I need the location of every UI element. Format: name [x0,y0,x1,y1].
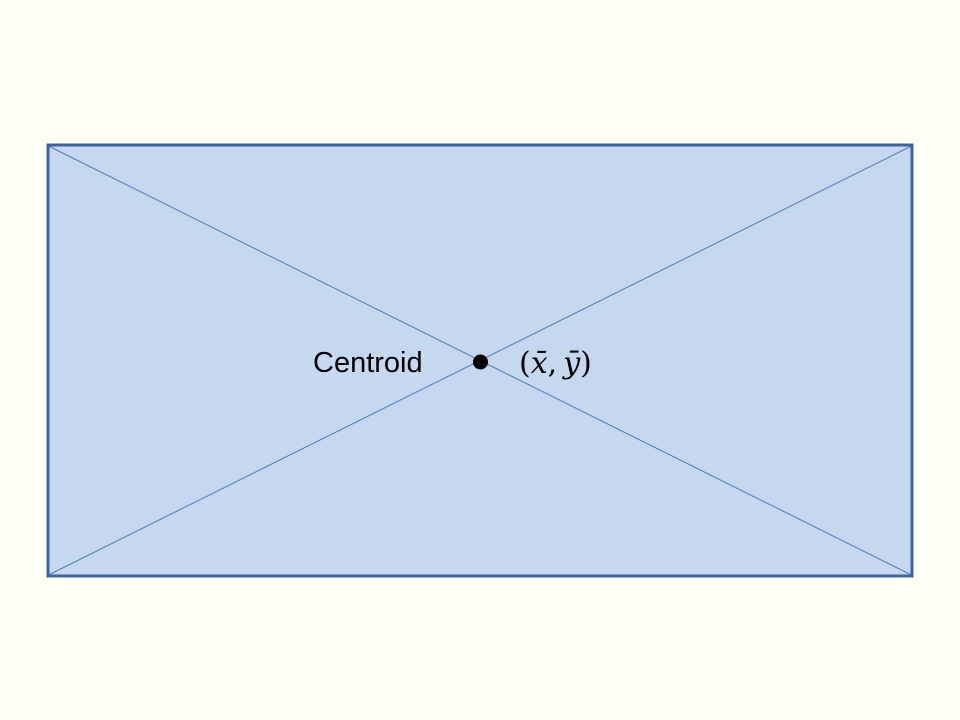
close-paren: ) [580,346,592,381]
open-paren: ( [519,346,531,381]
comma-separator: , [548,346,558,381]
x-bar-symbol: x̄ [531,346,548,381]
centroid-coordinate: (x̄,ȳ) [519,346,592,381]
centroid-point [473,354,488,370]
centroid-label: Centroid [313,347,423,379]
y-bar-symbol: ȳ [561,346,581,381]
